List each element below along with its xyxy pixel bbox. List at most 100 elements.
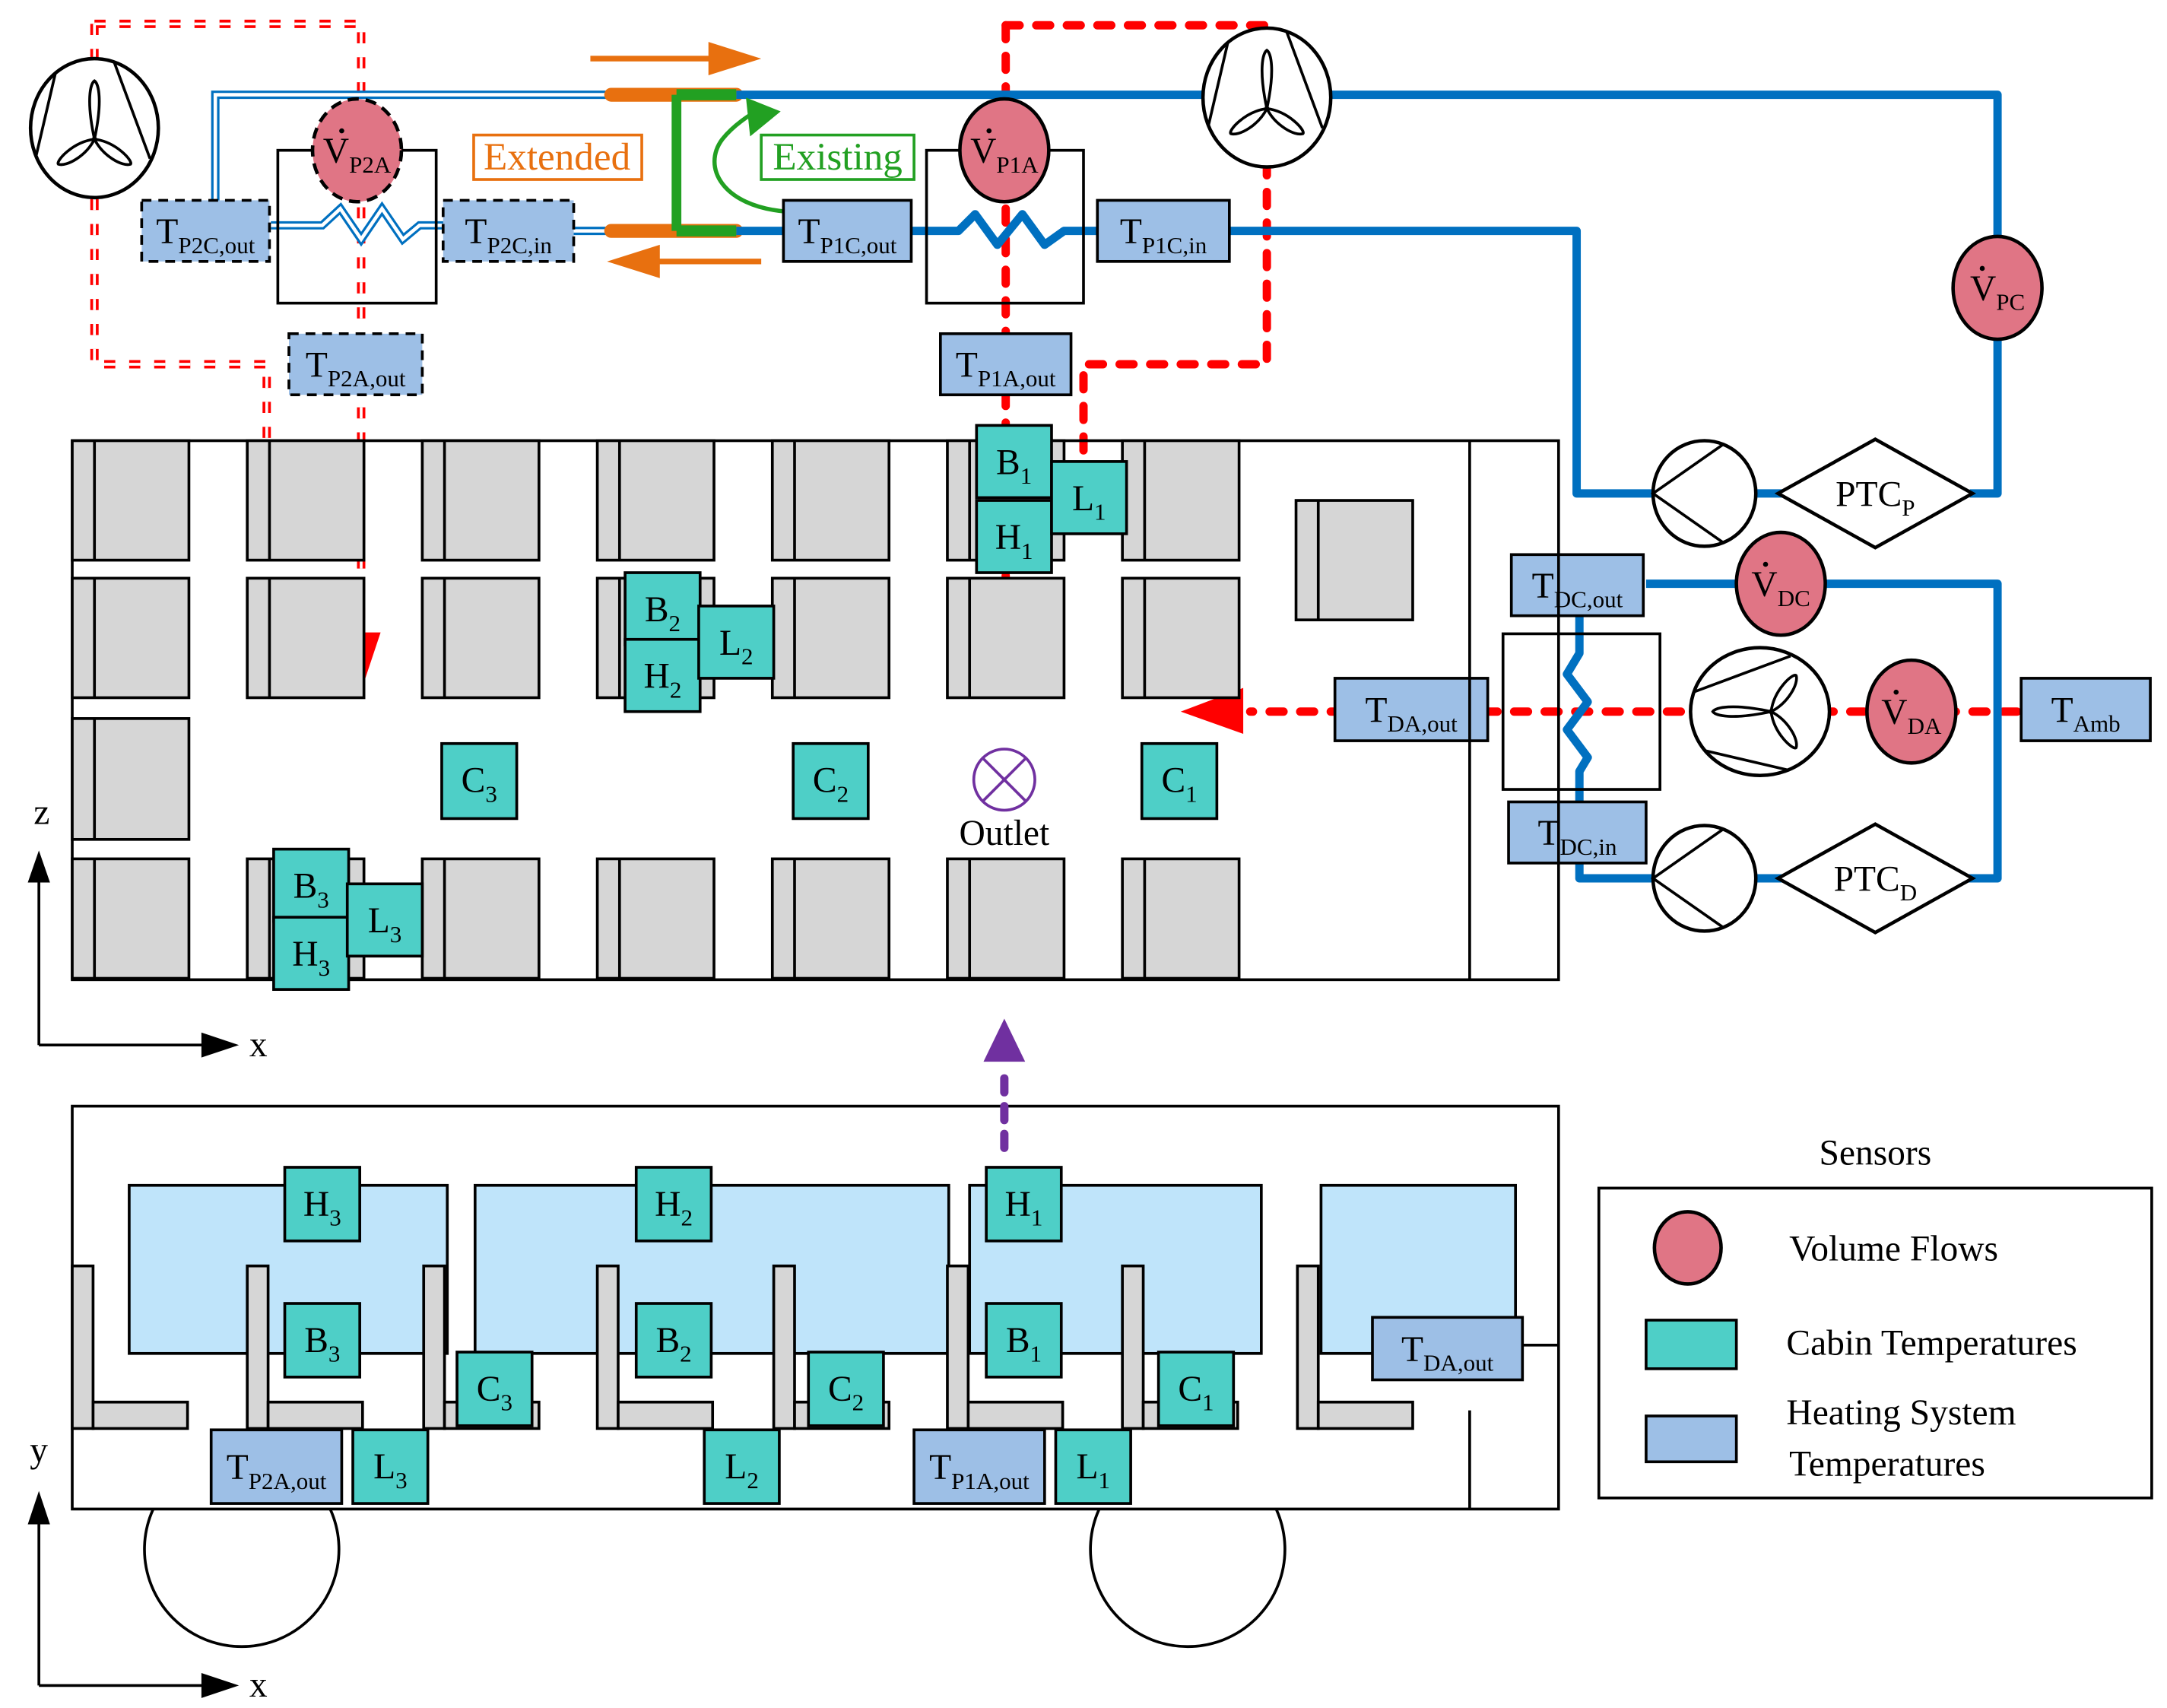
airflow-arrow-left	[1180, 687, 1244, 734]
seat-side	[1296, 1264, 1414, 1430]
svg-text:PTCD: PTCD	[1834, 859, 1918, 906]
svg-text:C1: C1	[1178, 1370, 1214, 1416]
seat-top	[946, 857, 1066, 980]
sensor-tdc-out: TDC,out	[1509, 553, 1645, 617]
seat-top	[946, 576, 1066, 700]
fan-icon-d	[1690, 648, 1829, 776]
svg-text:VPC: VPC	[1970, 269, 2025, 316]
existing-label: Existing	[760, 133, 915, 181]
svg-text:z: z	[33, 793, 49, 833]
svg-text:x: x	[249, 1665, 268, 1705]
cabin-sensor-top-c1: C1	[1140, 741, 1219, 821]
svg-text:L1: L1	[1072, 479, 1106, 525]
seat-top	[770, 857, 891, 980]
outlet-label: Outlet	[959, 814, 1049, 853]
svg-text:VDA: VDA	[1881, 693, 1942, 739]
axes-yx: y x	[27, 1430, 268, 1705]
heating-sensor-side-tp2a-out: TP2A,out	[209, 1428, 344, 1505]
svg-text:H1: H1	[995, 518, 1033, 564]
sensor-tamb: TAmb	[2019, 677, 2152, 742]
cabin-sensor-side-c3: C3	[455, 1351, 534, 1427]
svg-text:C2: C2	[828, 1370, 864, 1416]
legend: Sensors Volume Flows Cabin Temperatures …	[1597, 1133, 2153, 1500]
volume-flow-vp1a: VP1A	[958, 97, 1051, 204]
legend-title: Sensors	[1819, 1133, 1931, 1173]
svg-text:B1: B1	[996, 443, 1032, 489]
svg-text:TP1C,out: TP1C,out	[798, 212, 896, 259]
cabin-sensor-side-h1: H1	[985, 1166, 1063, 1243]
svg-text:C2: C2	[813, 761, 849, 808]
seat-top	[420, 576, 541, 700]
seat-top	[246, 439, 366, 562]
cabin-sensor-side-c2: C2	[807, 1351, 885, 1427]
legend-swatch-cabin	[1645, 1319, 1738, 1370]
cabin-sensor-top-b1: B1	[975, 424, 1053, 500]
svg-text:VP2A: VP2A	[323, 132, 392, 178]
sensor-tp1a-out: TP1A,out	[939, 332, 1073, 397]
cabin-sensor-side-l3: L3	[351, 1428, 430, 1505]
svg-text:VDC: VDC	[1751, 565, 1810, 611]
svg-text:C3: C3	[462, 761, 497, 808]
cabin-sensor-side-h2: H2	[634, 1166, 713, 1243]
cabin-sensor-top-h2: H2	[623, 637, 702, 713]
axes-zx: z x	[27, 793, 268, 1065]
seat-top	[595, 857, 715, 980]
svg-text:H2: H2	[644, 657, 682, 703]
sensor-tdc-in: TDC,in	[1507, 800, 1648, 865]
seat-top	[420, 857, 541, 980]
svg-text:TP2C,in: TP2C,in	[465, 212, 552, 259]
extended-label: Extended	[472, 133, 643, 181]
seat-top	[71, 439, 191, 562]
legend-label-heating-temps-2: Temperatures	[1789, 1445, 1985, 1484]
seat-top	[1121, 576, 1241, 700]
cabin-sensor-side-b1: B1	[985, 1302, 1063, 1379]
seat-top	[71, 857, 191, 980]
outlet-arrow-up	[983, 1018, 1026, 1062]
svg-text:TDA,out: TDA,out	[1366, 691, 1458, 737]
seat-top	[770, 576, 891, 700]
sensor-tp2c-in: TP2C,in	[441, 198, 576, 263]
volume-flow-vdc: VDC	[1734, 530, 1827, 637]
svg-text:L3: L3	[368, 901, 402, 948]
cabin-sensor-side-b3: B3	[283, 1302, 361, 1379]
cabin-sensor-top-l2: L2	[697, 605, 776, 680]
svg-text:x: x	[249, 1025, 268, 1065]
svg-text:L2: L2	[719, 624, 754, 670]
cabin-sensor-top-c2: C2	[792, 741, 870, 821]
legend-label-volume-flows: Volume Flows	[1789, 1229, 1998, 1268]
sensor-tp1c-out: TP1C,out	[782, 198, 913, 263]
cabin-sensor-top-b3: B3	[272, 847, 351, 923]
svg-text:TP2A,out: TP2A,out	[306, 345, 406, 392]
svg-text:H1: H1	[1005, 1185, 1043, 1231]
svg-text:TP1C,in: TP1C,in	[1120, 212, 1207, 259]
svg-text:L3: L3	[373, 1447, 408, 1494]
svg-text:B3: B3	[304, 1321, 340, 1367]
seat-top	[770, 439, 891, 562]
seat-top	[246, 576, 366, 700]
seat-top	[595, 439, 715, 562]
pump-icon-p	[1650, 439, 1758, 548]
svg-text:H2: H2	[655, 1185, 693, 1231]
cabin-sensor-side-b2: B2	[634, 1302, 713, 1379]
svg-text:TP1A,out: TP1A,out	[956, 345, 1056, 392]
seat-top	[420, 439, 541, 562]
cabin-sensor-top-h3: H3	[272, 916, 351, 991]
sensor-tp1c-in: TP1C,in	[1096, 198, 1231, 263]
svg-text:C3: C3	[477, 1370, 512, 1416]
svg-text:TP2C,out: TP2C,out	[156, 212, 255, 259]
svg-text:C1: C1	[1161, 761, 1197, 808]
seat-top	[71, 717, 191, 841]
svg-text:Extended: Extended	[484, 135, 630, 179]
cabin-sensor-top-h1: H1	[975, 499, 1053, 574]
legend-label-heating-temps: Heating System	[1786, 1393, 2016, 1433]
pump-icon-d	[1650, 824, 1758, 933]
ptc-heater-p: PTCP	[1774, 437, 1976, 550]
svg-text:L1: L1	[1077, 1447, 1111, 1494]
seat-side	[71, 1264, 189, 1430]
svg-text:TDC,in: TDC,in	[1537, 814, 1617, 860]
svg-text:y: y	[30, 1430, 48, 1470]
cabin-sensor-top-b2: B2	[623, 571, 702, 646]
